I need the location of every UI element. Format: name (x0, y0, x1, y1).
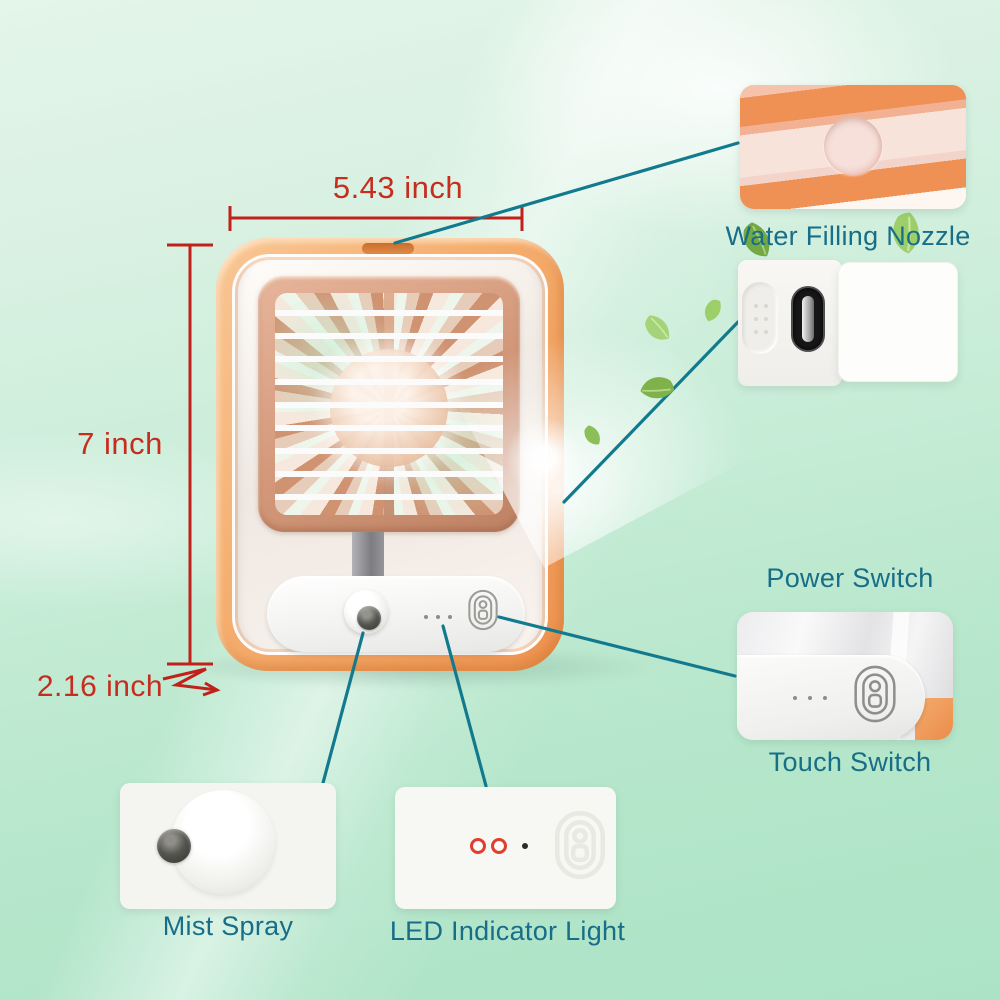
top-notch (362, 243, 414, 254)
leaf-icon (584, 425, 600, 445)
fingerprint-touch-icon (468, 588, 498, 632)
mini-fan-product (216, 238, 564, 671)
led-dot-3 (823, 696, 827, 700)
fingerprint-touch-icon (853, 665, 897, 723)
usb-c-slot (802, 296, 814, 342)
depth-dimension-label: 2.16 inch (36, 670, 164, 703)
mist-nozzle-icon (357, 606, 381, 630)
oval-texture-dots (754, 304, 758, 308)
led-dot-1 (793, 696, 797, 700)
callout-mist-spray-image (120, 783, 336, 909)
fan-housing (258, 276, 520, 532)
leaf-icon (645, 315, 670, 340)
led-indicator-light-label: LED Indicator Light (389, 916, 626, 946)
depth-arrow-head (202, 681, 221, 697)
leaf-icon (704, 299, 721, 322)
callout-touch-switch-image (737, 612, 953, 740)
leaf-icon (640, 377, 675, 399)
width-dimension-label: 5.43 inch (332, 170, 464, 205)
led-dot-2 (436, 615, 440, 619)
water-filling-hole-icon (824, 117, 882, 175)
height-dimension-label: 7 inch (77, 426, 163, 461)
power-switch-label: Power Switch (766, 563, 934, 593)
led-dot-1 (424, 615, 428, 619)
fan-opening (275, 293, 503, 515)
callout-blank-card (838, 262, 958, 382)
connector-power-switch (562, 320, 740, 504)
touch-switch-label: Touch Switch (768, 747, 932, 777)
led-dot-3 (448, 615, 452, 619)
usb-c-port-icon (793, 288, 823, 350)
callout-side-panel-image (738, 260, 842, 386)
callout-led-indicator-image (395, 787, 616, 909)
fingerprint-emboss-icon (555, 807, 605, 883)
led-ring-red-1 (470, 838, 486, 854)
water-filling-nozzle-label: Water Filling Nozzle (725, 221, 971, 251)
callout-water-nozzle-image (740, 85, 966, 209)
led-dot-black (522, 843, 528, 849)
led-ring-red-2 (491, 838, 507, 854)
mist-nozzle-icon (157, 829, 191, 863)
fan-grille (275, 293, 503, 515)
led-dot-2 (808, 696, 812, 700)
embossed-speaker-oval (742, 282, 778, 354)
mist-spray-label: Mist Spray (162, 911, 294, 941)
